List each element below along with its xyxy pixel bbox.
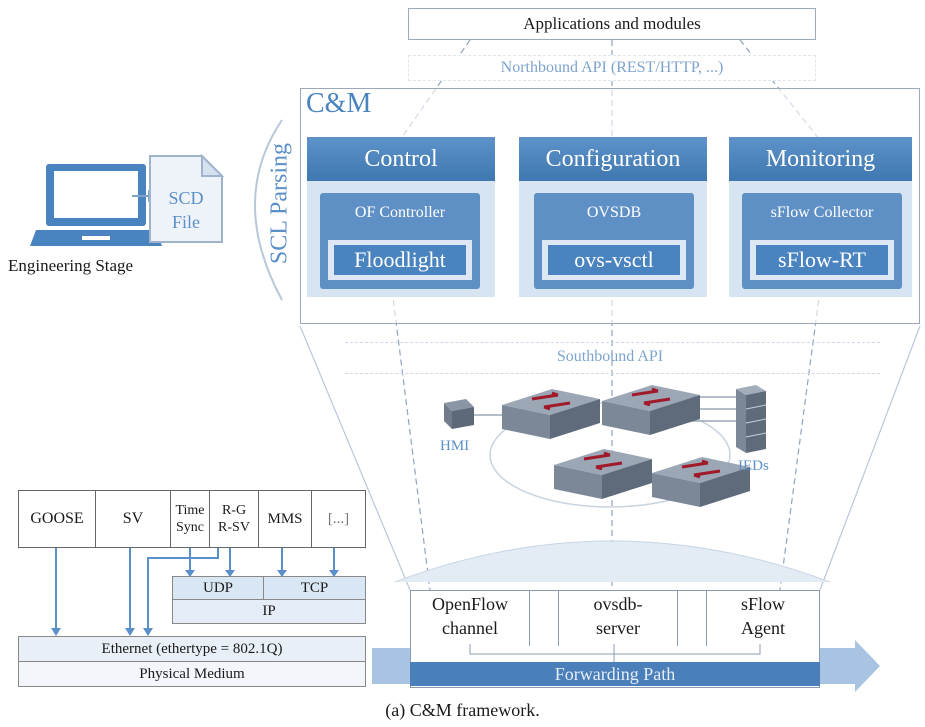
applications-label: Applications and modules xyxy=(523,14,701,33)
northbound-api-label: Northbound API (REST/HTTP, ...) xyxy=(500,59,724,76)
control-header: Control xyxy=(307,137,495,181)
scd-file-line2: File xyxy=(171,212,200,232)
ovsdb-server-cell xyxy=(558,590,678,646)
northbound-api-box: Northbound API (REST/HTTP, ...) xyxy=(408,55,816,81)
stack-ip-label: IP xyxy=(262,603,276,619)
stack-more: [...] xyxy=(311,490,366,548)
engineering-stage-label: Engineering Stage xyxy=(8,256,134,275)
stack-mms: MMS xyxy=(258,490,312,548)
forwarding-path-bar: Forwarding Path xyxy=(410,662,820,686)
switch-internal-lines xyxy=(469,644,761,664)
forwarding-path-label: Forwarding Path xyxy=(554,663,676,684)
ovsdb-server-line1: ovsdb- xyxy=(593,594,643,614)
ieds-label: IEDs xyxy=(738,458,769,474)
scl-parsing-label: SCL Parsing xyxy=(266,142,293,265)
southbound-band xyxy=(345,342,880,374)
stack-goose: GOOSE xyxy=(18,490,96,548)
stack-rg-line1: R-G xyxy=(221,503,247,518)
sflow-agent-cell xyxy=(706,590,820,646)
sflow-agent-line2: Agent xyxy=(741,618,785,638)
cm-title: C&M xyxy=(306,88,372,119)
figure-caption: (a) C&M framework. xyxy=(385,700,540,720)
of-controller-label: OF Controller xyxy=(354,204,446,221)
stack-more-label: [...] xyxy=(327,510,350,527)
openflow-line2: channel xyxy=(442,618,498,638)
configuration-header-label: Configuration xyxy=(545,145,681,172)
switch-icon-2 xyxy=(602,385,700,435)
computer-icon xyxy=(30,164,162,246)
stack-ethernet-label: Ethernet (ethertype = 802.1Q) xyxy=(101,640,283,657)
configuration-header: Configuration xyxy=(519,137,707,181)
stack-sv-label: SV xyxy=(122,510,144,527)
stack-arrows xyxy=(51,548,339,636)
sflow-rt-box: sFlow-RT xyxy=(750,240,894,280)
stack-physical-label: Physical Medium xyxy=(139,665,245,682)
stack-physical: Physical Medium xyxy=(18,661,366,687)
stack-udp-label: UDP xyxy=(202,579,233,596)
stack-ethernet: Ethernet (ethertype = 802.1Q) xyxy=(18,636,366,662)
ied-rack-icon xyxy=(736,385,767,453)
stack-tcp-label: TCP xyxy=(300,579,329,596)
floodlight-box: Floodlight xyxy=(328,240,472,280)
stack-tcp: TCP xyxy=(263,576,366,600)
monitoring-header-label: Monitoring xyxy=(765,145,876,172)
switch-icon-3 xyxy=(554,449,652,499)
sflow-rt-label: sFlow-RT xyxy=(756,245,888,275)
stack-rg-rsv: R-G R-SV xyxy=(209,490,259,548)
sflow-collector-label: sFlow Collector xyxy=(770,204,874,221)
applications-box: Applications and modules xyxy=(408,8,816,40)
stack-rg-line2: R-SV xyxy=(218,520,250,535)
hmi-device-icon xyxy=(444,399,474,429)
ovsdb-server-line2: server xyxy=(596,618,640,638)
southbound-api-label: Southbound API xyxy=(556,348,664,365)
stack-udp: UDP xyxy=(172,576,264,600)
stack-sv: SV xyxy=(95,490,171,548)
scd-file-line1: SCD xyxy=(168,188,204,208)
stack-mms-label: MMS xyxy=(267,510,303,527)
openflow-channel-cell xyxy=(410,590,530,646)
ovs-vsctl-box: ovs-vsctl xyxy=(542,240,686,280)
sflow-agent-line1: sFlow xyxy=(740,594,785,614)
control-header-label: Control xyxy=(364,145,438,172)
stack-time-line1: Time xyxy=(175,503,205,518)
switch-icon-1 xyxy=(502,389,600,439)
hmi-label: HMI xyxy=(440,438,470,454)
scd-file-icon xyxy=(149,154,224,243)
stack-time-line2: Sync xyxy=(176,520,204,535)
stack-goose-label: GOOSE xyxy=(30,510,84,527)
ovs-vsctl-label: ovs-vsctl xyxy=(548,245,680,275)
stack-time-sync: Time Sync xyxy=(170,490,210,548)
switch-icon-4 xyxy=(652,457,750,507)
ovsdb-label: OVSDB xyxy=(586,204,642,221)
network-devices xyxy=(444,385,767,507)
openflow-line1: OpenFlow xyxy=(432,594,508,614)
monitoring-header: Monitoring xyxy=(729,137,912,181)
stack-ip: IP xyxy=(172,599,366,624)
floodlight-label: Floodlight xyxy=(334,245,466,275)
